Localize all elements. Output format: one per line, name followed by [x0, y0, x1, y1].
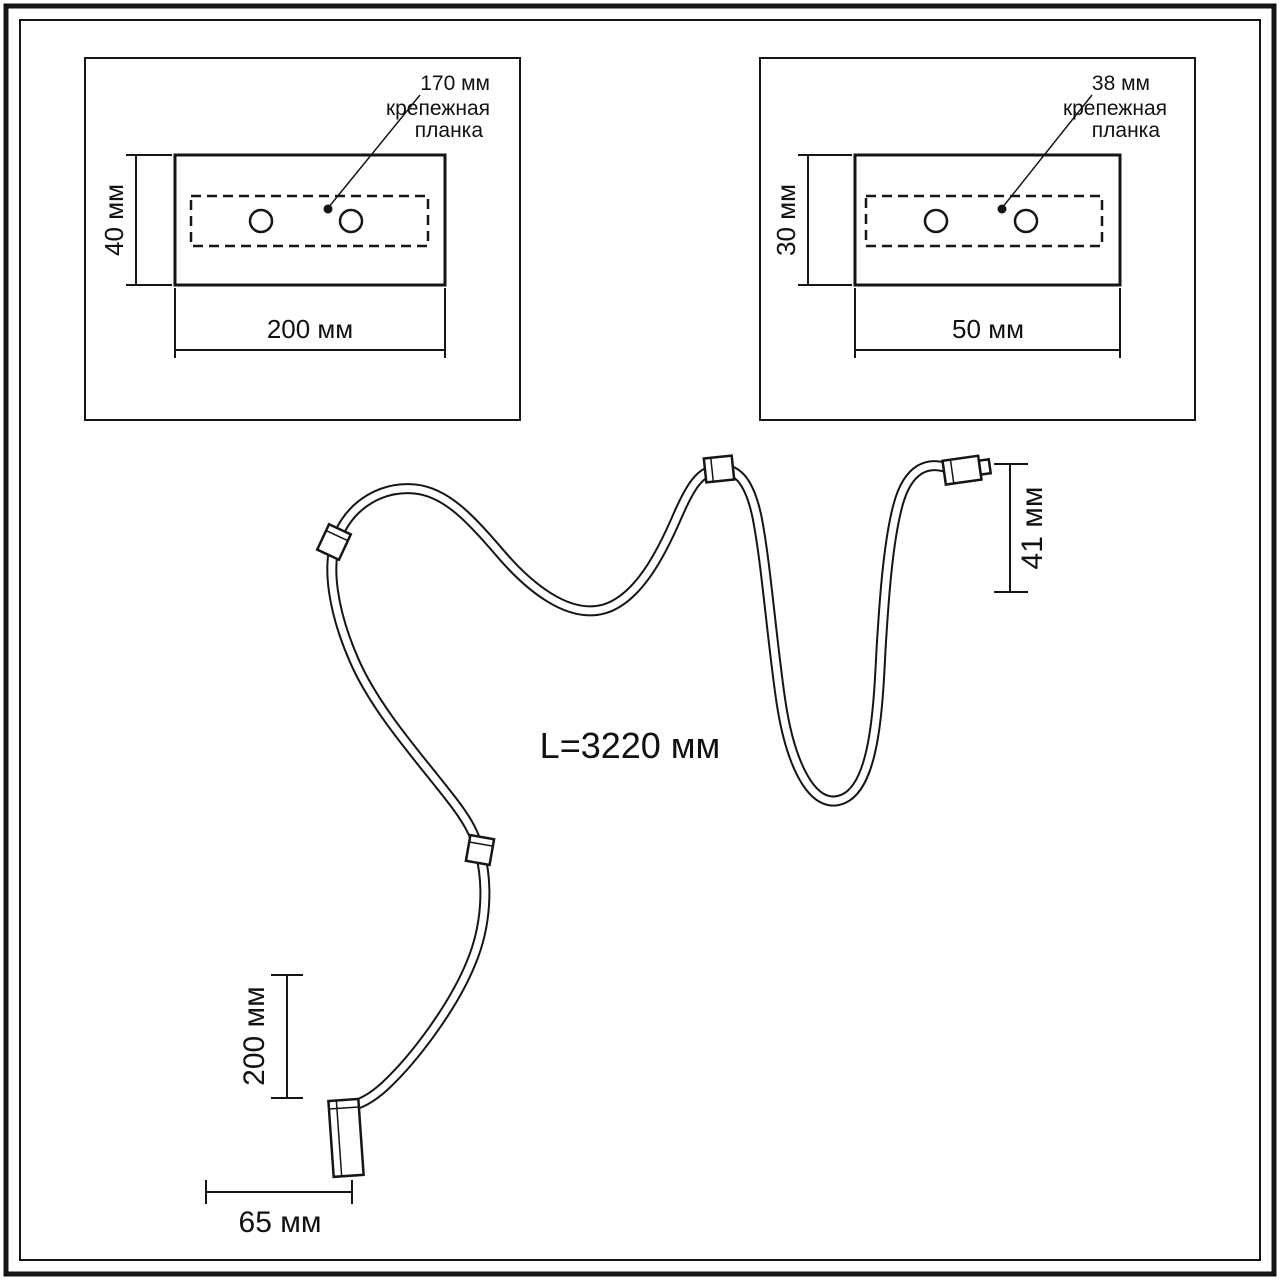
dimension-bottom-width: 65 мм [205, 1180, 353, 1239]
panel-right: 38 мм крепежная планка 30 мм 50 мм [759, 57, 1196, 421]
dimension-height-right-label: 30 мм [771, 184, 801, 256]
leader-label-right-1: крепежная [1063, 97, 1167, 120]
dimension-width-right-label: 50 мм [952, 314, 1024, 344]
screw-hole [338, 208, 364, 234]
dimension-width-left-label: 200 мм [267, 314, 353, 344]
outer-frame [3, 3, 1277, 1277]
cable-core [328, 462, 954, 1110]
screw-hole [923, 208, 949, 234]
screw-hole [248, 208, 274, 234]
dimension-bottom-offset-label: 200 мм [238, 986, 271, 1086]
mount-plate-right [864, 194, 1104, 248]
leader-value-right: 38 мм [1092, 72, 1150, 95]
dimension-height-left-label: 40 мм [99, 184, 129, 256]
leader-value-left: 170 мм [420, 72, 490, 95]
dimension-width-right: 50 мм [854, 288, 1121, 358]
cable-clip-middle [464, 833, 496, 867]
inner-frame [19, 19, 1261, 1261]
leader-label-left-1: крепежная [386, 97, 490, 120]
dimension-height-left: 40 мм [99, 154, 172, 286]
leader-label-right-2: планка [1092, 119, 1161, 142]
panel-left-border [84, 57, 521, 421]
cable-clip-left [315, 522, 353, 562]
leader-label-left-2: планка [415, 119, 484, 142]
dimension-height-right: 30 мм [771, 154, 852, 286]
fixture-body-left [173, 153, 447, 287]
dimension-bottom-width-label: 65 мм [239, 1206, 322, 1239]
leader-line [1001, 94, 1093, 209]
panel-left: 170 мм крепежная планка 40 мм 200 мм [84, 57, 521, 421]
dimension-bottom-offset: 200 мм [238, 974, 303, 1099]
cable-bottom-fitting [327, 1097, 365, 1179]
cable-end-connector [941, 454, 993, 486]
leader-dot [997, 204, 1007, 214]
dimension-width-left: 200 мм [174, 288, 446, 358]
mount-plate-left [189, 194, 430, 248]
dimension-connector-label: 41 мм [1016, 487, 1049, 570]
leader-line [327, 94, 421, 209]
screw-hole [1013, 208, 1039, 234]
dimension-connector: 41 мм [994, 463, 1049, 593]
leader-dot [323, 204, 333, 214]
flexible-cable: L=3220 мм [315, 454, 993, 1179]
fixture-body-right [853, 153, 1122, 287]
cable-length-label: L=3220 мм [540, 725, 721, 766]
panel-right-border [759, 57, 1196, 421]
cable-clip-top [702, 454, 736, 484]
